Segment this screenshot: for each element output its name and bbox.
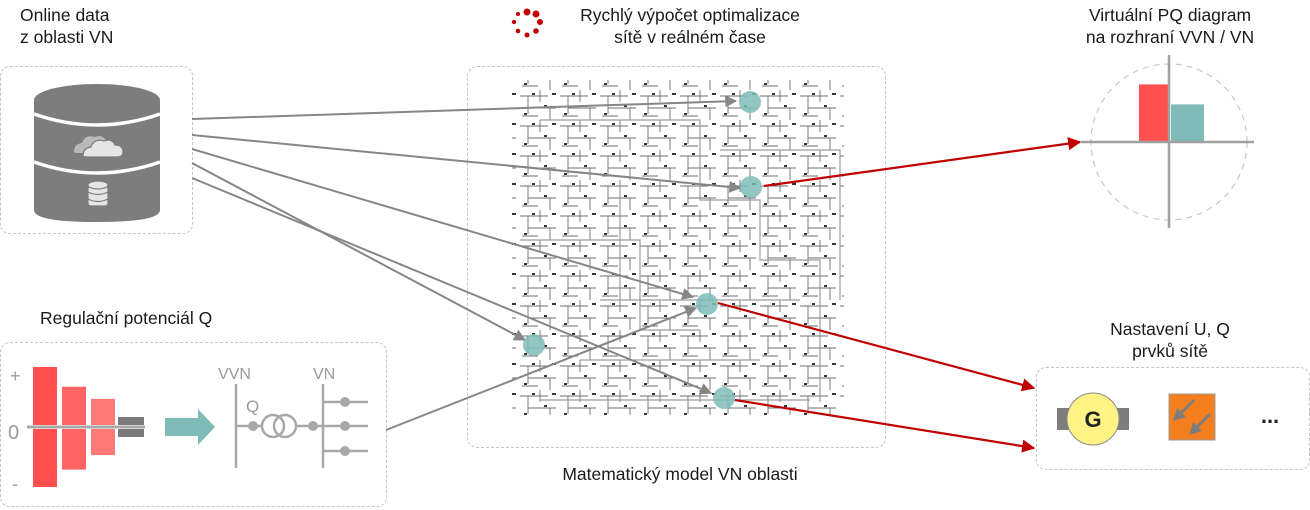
pq-bar-p — [1139, 84, 1168, 142]
virtual-pq-title: Virtuální PQ diagram na rozhraní VVN / V… — [1070, 4, 1270, 48]
node-3 — [696, 293, 718, 315]
online-data-title-line2: z oblasti VN — [20, 27, 114, 47]
axis-plus-label: + — [10, 366, 21, 386]
single-line-diagram: VVN VN Q — [218, 366, 368, 468]
pq-bar-q — [1171, 104, 1204, 142]
spinner-icon — [511, 8, 543, 38]
network-schematic — [512, 80, 844, 415]
cloud-icon — [74, 136, 124, 158]
setpoint-arrow-2 — [734, 398, 1036, 453]
regulation-bar-down-3 — [91, 429, 115, 456]
node-4 — [523, 334, 545, 356]
regulation-bar-up-3 — [91, 398, 115, 425]
virtual-pq-title-line1: Virtuální PQ diagram — [1088, 5, 1252, 25]
fast-computation-title-line2: sítě v reálném čase — [614, 27, 766, 47]
transformer-icon — [260, 413, 298, 439]
virtual-pq-title-line2: na rozhraní VVN / VN — [1085, 27, 1255, 47]
compensator-icon[interactable] — [1168, 393, 1216, 441]
regulation-bar-down-2 — [62, 429, 86, 470]
data-arrow-2 — [191, 134, 742, 193]
regulation-bar-up-4 — [118, 417, 144, 425]
data-arrow-5 — [191, 177, 713, 395]
database-icon — [33, 84, 161, 222]
generator-label: G — [1084, 407, 1101, 432]
fast-computation-title: Rychlý výpočet optimalizace sítě v reáln… — [560, 4, 820, 48]
regulation-arrow — [385, 306, 698, 431]
pq-diagram — [1081, 55, 1254, 228]
regulation-bar-up-2 — [62, 386, 86, 425]
regulation-bar-down-1 — [33, 429, 57, 487]
generator-icon[interactable]: G — [1057, 392, 1129, 446]
regulation-potential-title: Regulační potenciál Q — [40, 308, 213, 328]
data-arrow-3 — [191, 148, 695, 300]
red-control-arrows — [717, 137, 1082, 453]
settings-title-line2: prvků sítě — [1132, 341, 1208, 361]
optimized-nodes — [523, 91, 762, 409]
more-devices-ellipsis: ... — [1261, 403, 1279, 428]
fast-computation-title-line1: Rychlý výpočet optimalizace — [580, 5, 800, 25]
regulation-chart: + 0 - — [8, 366, 145, 494]
data-arrow-4 — [191, 162, 527, 341]
settings-title-line1: Nastavení U, Q — [1110, 319, 1230, 339]
q-label: Q — [246, 397, 259, 416]
data-arrow-1 — [191, 95, 738, 120]
node-1 — [739, 91, 761, 113]
setpoint-arrow-1 — [717, 301, 1036, 392]
teal-block-arrow-icon — [165, 409, 215, 445]
regulation-bar-down-4 — [118, 429, 144, 437]
node-2 — [740, 176, 762, 198]
axis-minus-label: - — [12, 474, 18, 494]
regulation-bar-up-1 — [33, 367, 57, 425]
vn-label: VN — [313, 366, 335, 383]
math-model-title: Matematický model VN oblasti — [562, 464, 798, 484]
settings-title: Nastavení U, Q prvků sítě — [1090, 318, 1250, 362]
vvn-label: VVN — [218, 366, 251, 383]
node-5 — [713, 387, 735, 409]
pq-arrow — [763, 137, 1082, 188]
small-database-icon — [87, 180, 109, 207]
gray-data-arrows — [191, 95, 742, 431]
regulation-panel — [0, 342, 387, 507]
online-data-title-line1: Online data — [20, 5, 110, 25]
axis-zero-label: 0 — [8, 422, 19, 444]
online-data-title: Online data z oblasti VN — [20, 4, 113, 48]
math-model-panel — [467, 66, 886, 448]
